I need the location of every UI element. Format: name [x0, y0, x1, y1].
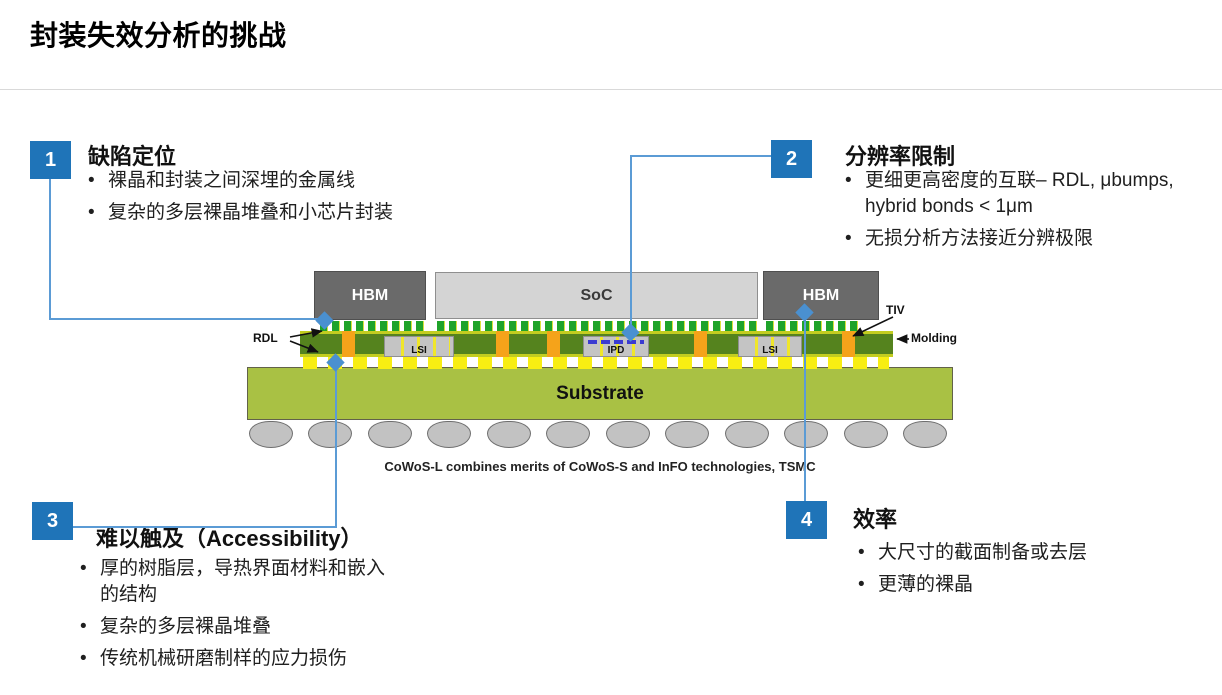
tiv-bar: [694, 331, 707, 357]
soc-die: SoC: [435, 272, 758, 319]
rdl-label: RDL: [253, 331, 278, 345]
bga-ball: [665, 421, 709, 448]
tiv-bar: [496, 331, 509, 357]
microbump-strip-center: [437, 321, 757, 331]
callout-3-connector-horizontal: [73, 526, 337, 528]
tiv-label: TIV: [886, 303, 905, 317]
callout-2-connector-horizontal: [630, 155, 771, 157]
microbump-strip-right: [766, 321, 858, 331]
callout-3-connector-vertical: [335, 362, 337, 528]
lsi-right-die: LSI: [738, 336, 802, 357]
bga-ball: [903, 421, 947, 448]
callout-2-bullets: 更细更高密度的互联– RDL, μbumps, hybrid bonds < 1…: [843, 168, 1213, 258]
bga-ball: [487, 421, 531, 448]
divider-line: [0, 89, 1222, 90]
callout-1-number: 1: [30, 141, 71, 179]
callout-3-number: 3: [32, 502, 73, 540]
tiv-bar: [547, 331, 560, 357]
bullet-item: 裸晶和封装之间深埋的金属线: [86, 168, 434, 194]
lsi-right-label: LSI: [762, 345, 778, 356]
callout-1-title: 缺陷定位: [88, 144, 177, 169]
diagram-caption: CoWoS-L combines merits of CoWoS-S and I…: [384, 459, 816, 474]
callout-3-title: 难以触及（Accessibility）: [96, 526, 363, 551]
bga-ball: [427, 421, 471, 448]
bullet-item: 厚的树脂层，导热界面材料和嵌入的结构: [78, 556, 390, 608]
callout-1-connector-vertical: [49, 179, 51, 319]
callout-2-title: 分辨率限制: [845, 144, 956, 169]
lsi-left-die: LSI: [384, 336, 454, 357]
bullet-item: 传统机械研磨制样的应力损伤: [78, 646, 390, 672]
callout-1-bullets: 裸晶和封装之间深埋的金属线 复杂的多层裸晶堆叠和小芯片封装: [86, 168, 434, 232]
callout-3-bullets: 厚的树脂层，导热界面材料和嵌入的结构 复杂的多层裸晶堆叠 传统机械研磨制样的应力…: [78, 556, 390, 678]
substrate-block: Substrate: [247, 367, 953, 420]
bga-ball: [606, 421, 650, 448]
ipd-capacitor-dashes: [588, 340, 644, 344]
bullet-item: 无损分析方法接近分辨极限: [843, 226, 1213, 252]
callout-4-connector-vertical: [804, 312, 806, 501]
lsi-left-label: LSI: [411, 345, 427, 356]
bga-ball: [546, 421, 590, 448]
callout-4-bullets: 大尺寸的截面制备或去层 更薄的裸晶: [856, 540, 1186, 604]
bullet-item: 更薄的裸晶: [856, 572, 1186, 598]
bullet-item: 复杂的多层裸晶堆叠: [78, 614, 390, 640]
tiv-bar: [342, 331, 355, 357]
molding-label: Molding: [911, 331, 957, 345]
bga-ball: [784, 421, 828, 448]
bullet-item: 复杂的多层裸晶堆叠和小芯片封装: [86, 200, 434, 226]
callout-1-connector-horizontal: [49, 318, 325, 320]
tiv-bar: [842, 331, 855, 357]
callout-4-title: 效率: [853, 507, 898, 532]
hbm-left-die: HBM: [314, 271, 426, 320]
callout-4-number: 4: [786, 501, 827, 539]
bullet-item: 更细更高密度的互联– RDL, μbumps, hybrid bonds < 1…: [843, 168, 1213, 220]
bga-ball: [308, 421, 352, 448]
callout-2-number: 2: [771, 140, 812, 178]
bga-ball: [249, 421, 293, 448]
c4-bump-row: [303, 357, 889, 369]
bullet-item: 大尺寸的截面制备或去层: [856, 540, 1186, 566]
callout-2-connector-vertical: [630, 155, 632, 333]
bga-ball: [844, 421, 888, 448]
bga-ball: [368, 421, 412, 448]
ipd-label: IPD: [607, 345, 625, 356]
page-title: 封装失效分析的挑战: [30, 20, 287, 51]
hbm-right-die: HBM: [763, 271, 879, 320]
ipd-die: IPD: [583, 336, 649, 357]
microbump-strip-left: [320, 321, 424, 331]
lsi-vias: [742, 337, 798, 356]
lsi-vias: [388, 337, 450, 356]
bga-ball: [725, 421, 769, 448]
